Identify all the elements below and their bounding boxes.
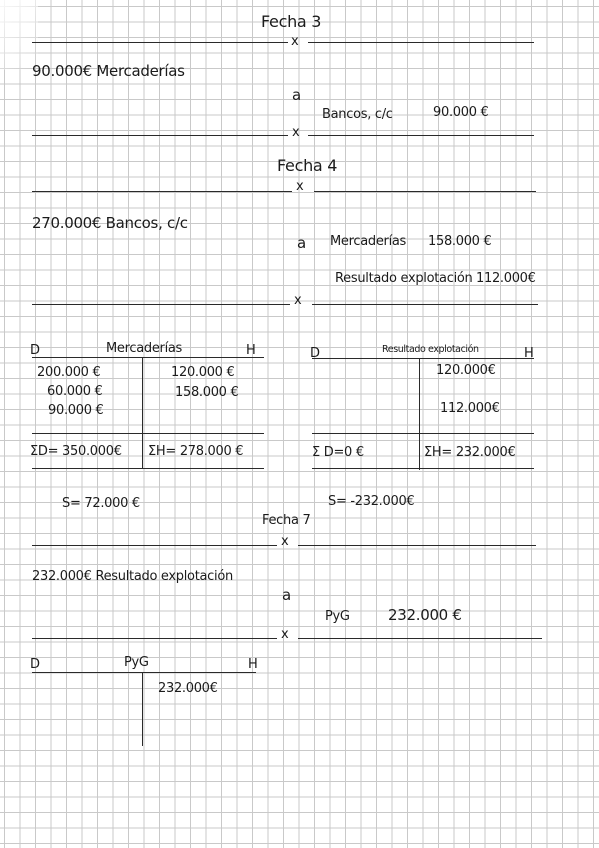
entry-line-left [32,191,292,193]
t-account-bottom-line [32,468,264,470]
paper-edge [0,0,38,70]
entry-line-right [308,135,534,137]
debit-sum: ΣD= 350.000€ [30,444,122,459]
entry-x-mark: x [291,34,299,49]
debit-amount: 200.000 € [37,365,101,380]
t-account-divider [142,672,144,746]
credit-account: Resultado explotación [335,271,473,286]
a-connector: a [282,586,291,604]
debit-amount: 60.000 € [47,384,103,399]
debit-line: 90.000€ Mercaderías [32,62,185,80]
entry-x-mark: x [296,179,304,194]
entry-date: Fecha 3 [261,12,322,31]
credit-amount: 120.000 € [171,365,235,380]
entry-date: Fecha 7 [262,513,311,528]
entry-x-mark: x [294,293,302,308]
entry-line-left [32,135,288,137]
t-account-bottom-line [312,468,534,470]
t-account-balance: S= -232.000€ [328,494,415,509]
credit-amount: 112.000€ [476,271,536,286]
t-account-divider [419,358,421,470]
t-account-sum-line [312,433,534,435]
a-connector: a [292,86,301,104]
t-account-top-line [312,358,534,360]
entry-x-mark: x [281,627,289,642]
credit-amount: 158.000 € [175,385,239,400]
t-account-debit-label: D [30,657,40,672]
credit-account: Bancos, c/c [322,107,393,122]
debit-line: 270.000€ Bancos, c/c [32,214,188,232]
debit-amount: 90.000 € [48,403,104,418]
entry-line-left [32,638,277,640]
credit-amount: 232.000 € [388,606,462,624]
t-account-top-line [32,672,256,674]
t-account-debit-label: D [310,346,320,361]
t-account-sum-line [32,433,264,435]
t-account-debit-label: D [30,343,40,358]
a-connector: a [297,234,306,252]
entry-x-mark: x [281,534,289,549]
entry-line-right [314,191,536,193]
entry-x-mark: x [292,125,300,140]
entry-date: Fecha 4 [277,156,338,175]
entry-line-right [298,545,536,547]
t-account-credit-label: H [248,657,258,672]
entry-line-left [32,304,290,306]
credit-account: Mercaderías [330,234,407,249]
credit-sum: ΣH= 278.000 € [148,444,244,459]
entry-line-right [308,42,534,44]
entry-line-right [298,638,542,640]
credit-sum: ΣH= 232.000€ [424,445,516,460]
debit-line: 232.000€ Resultado explotación [32,569,233,584]
t-account-title: Resultado explotación [382,344,479,355]
entry-line-left [32,545,277,547]
credit-account: PyG [325,609,350,624]
credit-amount: 232.000€ [158,681,218,696]
entry-line-right [312,304,538,306]
t-account-balance: S= 72.000 € [62,496,140,511]
credit-amount: 112.000€ [440,401,500,416]
entry-line-left [32,42,288,44]
t-account-title: Mercaderías [106,341,183,356]
t-account-credit-label: H [246,343,256,358]
credit-amount: 158.000 € [428,234,492,249]
t-account-top-line [32,357,264,359]
t-account-credit-label: H [524,346,534,361]
t-account-title: PyG [124,655,149,670]
credit-amount: 90.000 € [433,105,489,120]
debit-sum: Σ D=0 € [312,445,364,460]
credit-amount: 120.000€ [436,363,496,378]
t-account-divider [142,357,144,469]
